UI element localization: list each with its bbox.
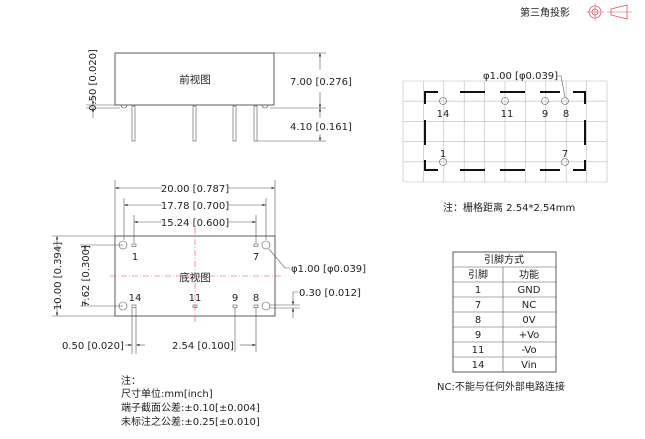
pcb-footprint: 14 11 9 8 1 7 φ1.00 [φ0.039] 注：栅格距离 2.54… bbox=[402, 71, 608, 214]
module-body-front bbox=[114, 52, 275, 106]
bottom-view: 底视图 1 7 14 11 9 8 bbox=[52, 180, 366, 354]
pin-label-8: 8 bbox=[253, 293, 259, 304]
dim-pin-row: 7.62 [0.300] bbox=[81, 245, 92, 307]
dim-pin-span: 15.24 [0.600] bbox=[161, 218, 229, 229]
note-line: 未标注之公差:±0.25[±0.010] bbox=[121, 415, 260, 428]
table-row: 14 Vin bbox=[472, 360, 537, 371]
dim-length: 20.00 [0.787] bbox=[161, 184, 229, 195]
pin-number: 9 bbox=[475, 330, 481, 341]
dim-pin-width: 0.50 [0.020] bbox=[62, 341, 124, 352]
table-row: 11 -Vo bbox=[472, 345, 537, 356]
projection-label: 第三角投影 bbox=[520, 6, 570, 19]
pin-number: 8 bbox=[475, 315, 481, 326]
dim-height: 7.00 [0.276] bbox=[290, 77, 352, 88]
pin-label-7: 7 bbox=[253, 252, 259, 263]
table-row: 8 0V bbox=[475, 315, 536, 326]
dim-standoff: 0.50 [0.020] bbox=[88, 49, 99, 111]
pin-label-1: 1 bbox=[132, 252, 138, 263]
note-line: 尺寸单位:mm[inch] bbox=[121, 387, 213, 400]
footprint-grid bbox=[402, 80, 608, 183]
front-view-title: 前视图 bbox=[179, 73, 211, 86]
fp-pin-14: 14 bbox=[437, 109, 450, 120]
grid-note: 注：栅格距离 2.54*2.54mm bbox=[443, 201, 575, 214]
fp-pin-1: 1 bbox=[440, 149, 446, 160]
pin-function: 0V bbox=[522, 315, 535, 326]
bottom-view-title: 底视图 bbox=[179, 271, 211, 284]
pin-number: 1 bbox=[475, 285, 481, 296]
table-header-function: 功能 bbox=[519, 268, 539, 281]
pin-function: +Vo bbox=[519, 330, 540, 341]
fp-pin-8: 8 bbox=[563, 109, 569, 120]
fp-pin-11: 11 bbox=[501, 109, 514, 120]
table-header-pin: 引脚 bbox=[468, 268, 488, 281]
table-row: 7 NC bbox=[475, 300, 536, 311]
pin-number: 14 bbox=[472, 360, 485, 371]
nc-note: NC:不能与任何外部电路连接 bbox=[437, 380, 565, 393]
pin-number: 7 bbox=[475, 300, 481, 311]
pin-function: -Vo bbox=[521, 345, 536, 356]
fp-pin-9: 9 bbox=[542, 109, 548, 120]
front-view: 前视图 0.50 [0.020] 7.00 [0.276] 4.10 [0.16… bbox=[86, 49, 352, 142]
dim-pin-length: 4.10 [0.161] bbox=[290, 122, 352, 133]
table-row: 9 +Vo bbox=[475, 330, 539, 341]
pin-function: Vin bbox=[521, 360, 537, 371]
pin-label-9: 9 bbox=[232, 293, 238, 304]
third-angle-projection-icon bbox=[586, 3, 632, 21]
projection-header: 第三角投影 bbox=[520, 3, 632, 21]
dim-hole-dia: φ1.00 [φ0.039] bbox=[291, 264, 366, 275]
module-body-bottom bbox=[114, 235, 276, 317]
notes-title: 注： bbox=[121, 374, 141, 387]
fp-pin-7: 7 bbox=[562, 149, 568, 160]
fp-hole-dia: φ1.00 [φ0.039] bbox=[483, 71, 558, 82]
dim-pitch: 2.54 [0.100] bbox=[172, 341, 234, 352]
pin-table: 引脚方式 引脚 功能 1 GND 7 NC 8 0V 9 +Vo 11 -Vo 14 Vin NC:不… bbox=[437, 251, 565, 393]
front-pins bbox=[131, 105, 258, 142]
notes: 注： 尺寸单位:mm[inch] 端子截面公差:±0.10[±0.004] 未标… bbox=[121, 374, 260, 428]
pin-function: NC bbox=[522, 300, 536, 311]
pin-function: GND bbox=[518, 285, 541, 296]
pin-label-14: 14 bbox=[129, 293, 142, 304]
dim-pin-thickness: 0.30 [0.012] bbox=[299, 288, 361, 299]
table-row: 1 GND bbox=[475, 285, 541, 296]
note-line: 端子截面公差:±0.10[±0.004] bbox=[121, 401, 260, 414]
table-title: 引脚方式 bbox=[484, 253, 524, 266]
pin-label-11: 11 bbox=[189, 293, 202, 304]
outline-dashed bbox=[424, 91, 586, 171]
bottom-pins bbox=[131, 243, 259, 308]
dim-width: 10.00 [0.394] bbox=[53, 242, 64, 310]
footprint-holes bbox=[439, 97, 569, 166]
dim-hole-span: 17.78 [0.700] bbox=[161, 201, 229, 212]
pin-number: 11 bbox=[472, 345, 485, 356]
